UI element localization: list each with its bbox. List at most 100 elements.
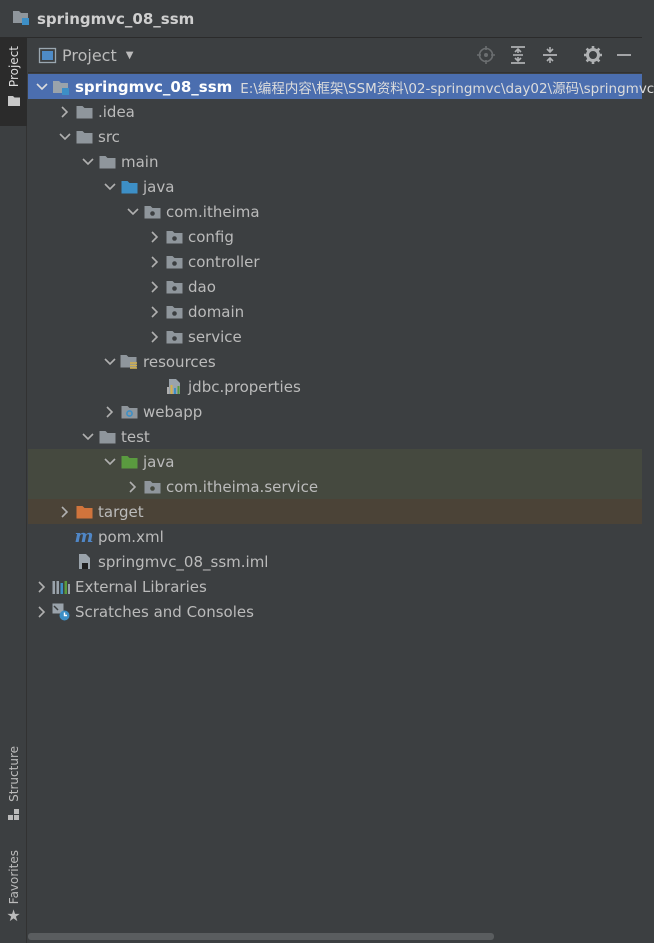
dao-label: dao [188,277,216,296]
tree-item-webapp[interactable]: webapp [28,399,642,424]
chevron-right-icon[interactable] [57,504,73,520]
folder-icon [75,129,93,145]
tab-project-label: Project [6,46,21,88]
folder-icon [7,93,21,111]
tree-item-target[interactable]: target [28,499,642,524]
idea-label: .idea [98,102,135,121]
tree-item-src[interactable]: src [28,124,642,149]
tab-project[interactable]: Project [0,38,27,126]
chevron-right-icon[interactable] [125,479,141,495]
root-label: springmvc_08_ssm [75,77,233,96]
controller-label: controller [188,252,260,271]
window-title: springmvc_08_ssm [37,9,195,28]
webapp-label: webapp [143,402,203,421]
tab-favorites[interactable]: Favorites ★ [0,848,27,932]
scratches-icon [52,603,70,620]
chevron-down-icon[interactable] [102,454,118,470]
project-folder-icon [12,9,30,29]
tree-item-scratches[interactable]: Scratches and Consoles [28,599,642,624]
left-tool-strip: Project Structure Favorites ★ [0,38,27,943]
chevron-down-icon[interactable] [80,429,96,445]
tree-item-domain[interactable]: domain [28,299,642,324]
chevron-right-icon[interactable] [147,329,163,345]
tree-item-test-java[interactable]: java [28,449,642,474]
package-icon [165,229,183,245]
pom-xml-label: pom.xml [98,527,164,546]
collapse-all-icon[interactable] [539,44,561,66]
horizontal-scrollbar[interactable] [28,930,642,943]
package-icon [143,204,161,220]
tab-favorites-label: Favorites [6,850,21,905]
title-bar: springmvc_08_ssm [0,0,642,38]
chevron-right-icon[interactable] [147,279,163,295]
service-label: service [188,327,242,346]
chevron-down-icon[interactable] [80,154,96,170]
chevron-right-icon[interactable] [34,604,50,620]
excluded-folder-icon [75,504,93,520]
structure-icon [7,808,21,826]
src-label: src [98,127,120,146]
chevron-down-icon[interactable]: ▼ [125,49,134,61]
tree-item-external-libraries[interactable]: External Libraries [28,574,642,599]
project-panel-header: Project ▼ [28,38,642,73]
tree-item-pom-xml[interactable]: m pom.xml [28,524,642,549]
module-folder-icon [52,79,70,95]
gear-icon[interactable] [582,44,604,66]
com-itheima-label: com.itheima [166,202,260,221]
domain-label: domain [188,302,245,321]
chevron-down-icon[interactable] [57,129,73,145]
tree-item-com-itheima[interactable]: com.itheima [28,199,642,224]
chevron-down-icon[interactable] [102,354,118,370]
locate-icon[interactable] [475,44,497,66]
chevron-down-icon[interactable] [125,204,141,220]
package-icon [165,329,183,345]
tree-item-test[interactable]: test [28,424,642,449]
root-path: E:\编程内容\框架\SSM资料\02-springmvc\day02\源码\s… [240,80,654,97]
folder-icon [75,104,93,120]
tree-item-resources[interactable]: resources [28,349,642,374]
tree-item-root[interactable]: springmvc_08_ssm E:\编程内容\框架\SSM资料\02-spr… [28,74,654,99]
config-label: config [188,227,234,246]
tree-item-idea[interactable]: .idea [28,99,642,124]
package-icon [165,254,183,270]
chevron-right-icon[interactable] [147,229,163,245]
test-java-label: java [143,452,175,471]
folder-icon [98,429,116,445]
maven-icon: m [74,525,94,547]
iml-label: springmvc_08_ssm.iml [98,552,269,571]
resources-folder-icon [120,354,138,370]
expand-all-icon[interactable] [507,44,529,66]
tree-item-main[interactable]: main [28,149,642,174]
tree-item-dao[interactable]: dao [28,274,642,299]
tree-item-service[interactable]: service [28,324,642,349]
tab-structure-label: Structure [6,746,21,802]
tree-item-jdbc-properties[interactable]: jdbc.properties [28,374,642,399]
test-label: test [121,427,150,446]
main-label: main [121,152,159,171]
target-label: target [98,502,144,521]
package-icon [165,304,183,320]
source-folder-icon [120,179,138,195]
scrollbar-thumb[interactable] [28,933,494,940]
chevron-right-icon[interactable] [147,304,163,320]
folder-icon [98,154,116,170]
chevron-right-icon[interactable] [102,404,118,420]
tab-structure[interactable]: Structure [0,744,27,828]
package-icon [165,279,183,295]
minimize-icon[interactable] [613,44,635,66]
chevron-right-icon[interactable] [147,254,163,270]
tree-item-iml[interactable]: springmvc_08_ssm.iml [28,549,642,574]
project-tree[interactable]: springmvc_08_ssm E:\编程内容\框架\SSM资料\02-spr… [28,73,654,930]
chevron-down-icon[interactable] [102,179,118,195]
jdbc-properties-label: jdbc.properties [188,377,301,396]
chevron-right-icon[interactable] [34,579,50,595]
chevron-right-icon[interactable] [57,104,73,120]
chevron-down-icon[interactable] [34,79,50,95]
tree-item-config[interactable]: config [28,224,642,249]
test-source-folder-icon [120,454,138,470]
resources-label: resources [143,352,216,371]
tree-item-com-itheima-service[interactable]: com.itheima.service [28,474,642,499]
tree-item-controller[interactable]: controller [28,249,642,274]
panel-title[interactable]: Project [62,45,117,65]
tree-item-main-java[interactable]: java [28,174,642,199]
